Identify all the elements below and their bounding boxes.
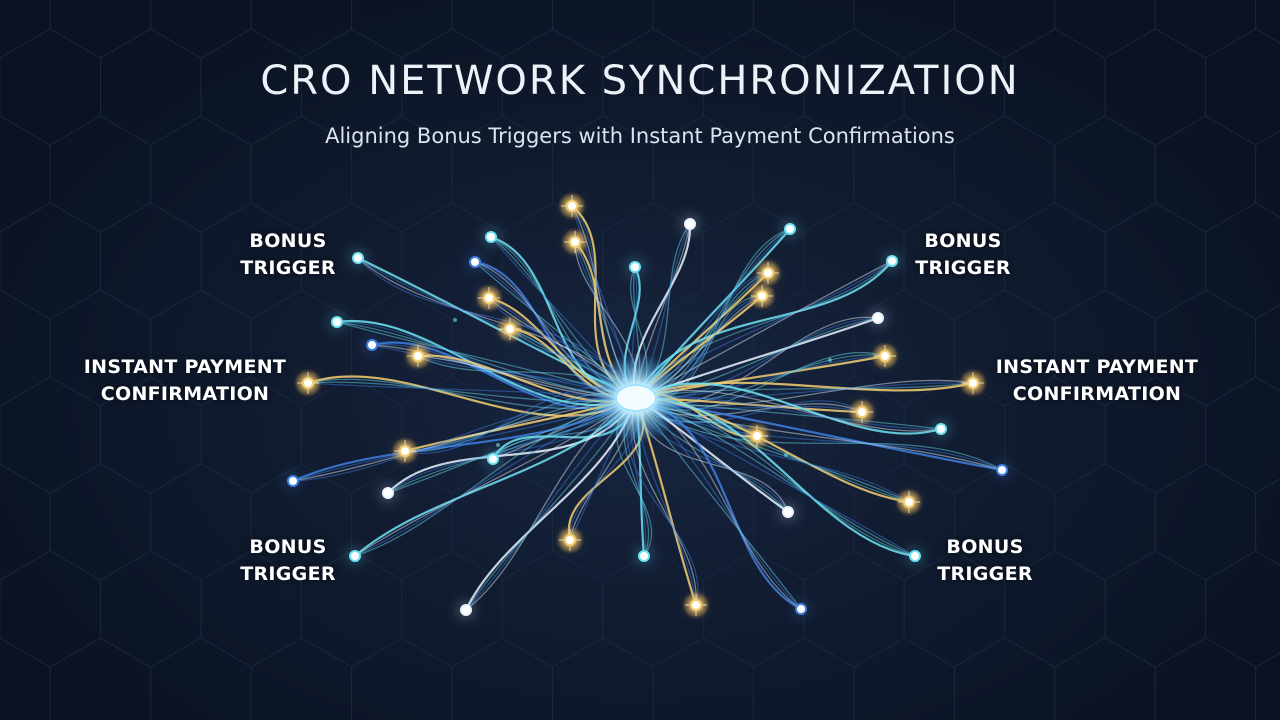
floating-dot [828,358,832,362]
endpoint-node [331,316,343,328]
floating-dot [698,413,702,417]
endpoint-node [690,599,702,611]
endpoint-node [302,377,314,389]
floating-dot [496,443,500,447]
hex-cell [250,637,353,720]
network-strand [635,397,1003,471]
page-subtitle: Aligning Bonus Triggers with Instant Pay… [325,124,955,148]
label-bonus-trigger-top-left: BONUS TRIGGER [218,228,358,282]
hex-cell [451,637,553,720]
endpoint-node [886,255,898,267]
endpoint-node [485,231,497,243]
endpoint-node [504,323,516,335]
endpoint-node [469,256,481,268]
hex-cell [752,637,855,720]
label-bonus-trigger-bottom-right: BONUS TRIGGER [918,534,1052,588]
label-line: BONUS [924,230,1002,252]
endpoint-node [638,550,650,562]
hex-cell [1154,637,1257,720]
floating-dot [784,453,788,457]
label-line: INSTANT PAYMENT [995,356,1199,378]
endpoint-node [903,496,915,508]
label-line: TRIGGER [937,563,1033,585]
endpoint-node [784,223,796,235]
label-line: TRIGGER [240,257,336,279]
hex-cell [652,637,754,720]
endpoint-node [762,267,774,279]
endpoint-node [412,350,424,362]
label-line: INSTANT PAYMENT [83,356,287,378]
endpoint-node [483,292,495,304]
label-line: TRIGGER [915,257,1011,279]
label-line: BONUS [946,536,1024,558]
endpoint-group [284,197,1011,619]
endpoint-node [684,218,696,230]
network-strand [634,396,1004,472]
label-bonus-trigger-bottom-left: BONUS TRIGGER [218,534,358,588]
page-title: CRO NETWORK SYNCHRONIZATION [260,58,1020,104]
endpoint-node [382,487,394,499]
label-line: BONUS [249,536,327,558]
endpoint-node [856,406,868,418]
endpoint-node [909,550,921,562]
label-line: TRIGGER [240,563,336,585]
endpoint-node [996,464,1008,476]
network-strand [353,396,638,558]
endpoint-node [460,604,472,616]
endpoint-node [879,350,891,362]
label-line: CONFIRMATION [1012,383,1182,405]
endpoint-node [366,339,378,351]
endpoint-node [564,534,576,546]
label-instant-payment-left: INSTANT PAYMENT CONFIRMATION [70,354,300,408]
hex-cell [953,637,1056,720]
endpoint-node [967,377,979,389]
label-line: BONUS [249,230,327,252]
endpoint-node [352,252,364,264]
endpoint-node [629,261,641,273]
hex-cell [351,637,453,720]
endpoint-node [751,430,763,442]
label-bonus-trigger-top-right: BONUS TRIGGER [898,228,1028,282]
endpoint-node [566,200,578,212]
hex-cell [1054,637,1156,720]
endpoint-node [935,423,947,435]
endpoint-node [349,550,361,562]
hex-cell [150,637,252,720]
endpoint-node [569,236,581,248]
hub-core [615,384,657,412]
hex-cell [552,637,654,720]
endpoint-node [795,603,807,615]
endpoint-node [756,290,768,302]
label-instant-payment-right: INSTANT PAYMENT CONFIRMATION [983,354,1211,408]
hex-cell [49,637,152,720]
network-strand [354,397,637,557]
endpoint-node [287,475,299,487]
endpoint-node [487,453,499,465]
endpoint-node [399,445,411,457]
network-strand [354,397,637,557]
network-strand [354,397,637,557]
endpoint-node [872,312,884,324]
endpoint-node [782,506,794,518]
network-strand [635,397,1003,471]
network-strand [635,397,1003,471]
floating-dot [453,318,457,322]
hex-cell [853,637,955,720]
central-hub [590,352,682,444]
label-line: CONFIRMATION [100,383,270,405]
